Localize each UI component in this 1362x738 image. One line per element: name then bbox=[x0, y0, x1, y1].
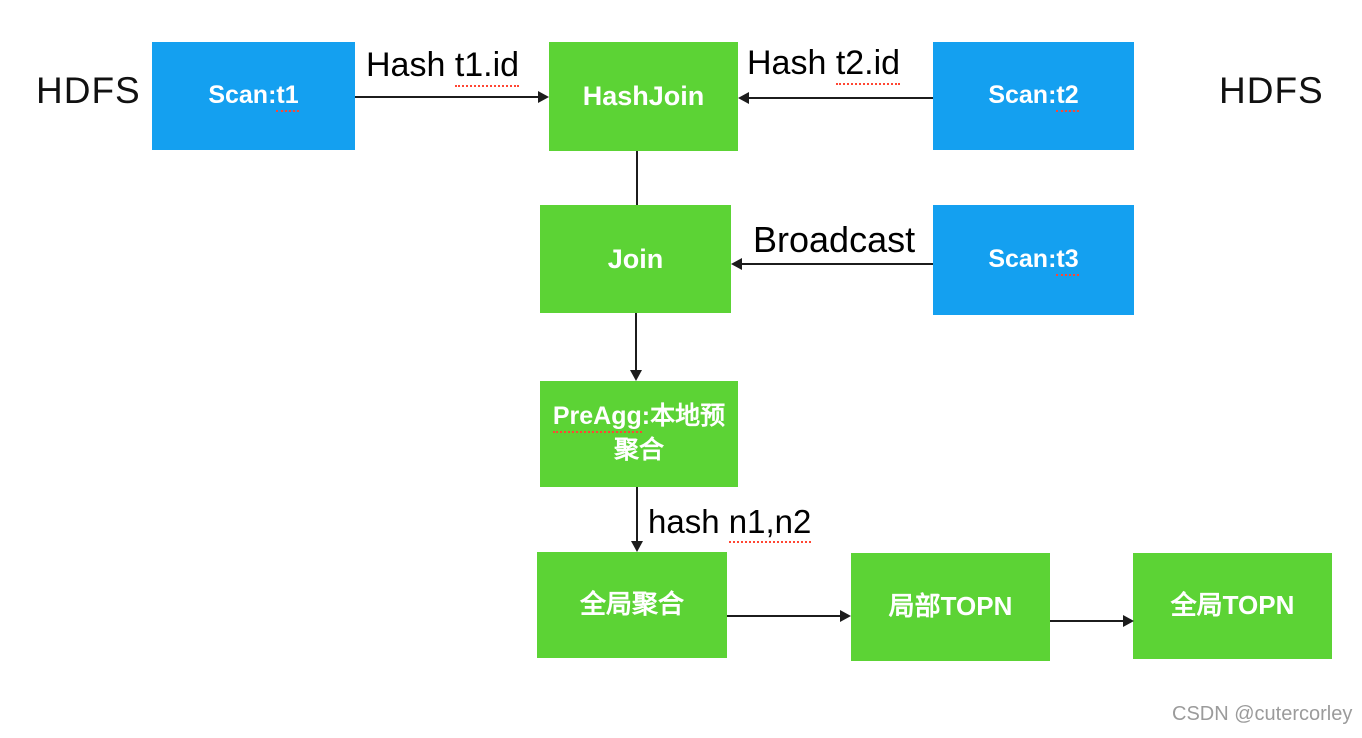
node-preagg-label-marked: PreAgg bbox=[552, 402, 642, 434]
edge-join-preagg-arrowhead-icon bbox=[630, 370, 642, 381]
node-scan-t2-label-marked: t2 bbox=[1056, 81, 1079, 113]
edge-global-agg-local-topn-arrowhead-icon bbox=[840, 610, 851, 622]
edge-label-hash-t1: Hash t1.id bbox=[366, 46, 520, 87]
node-scan-t3-label: Scan: bbox=[988, 245, 1057, 274]
edge-preagg-global-agg-line bbox=[636, 487, 638, 542]
edge-label-hash-n1n2-marked: n1,n2 bbox=[728, 503, 812, 543]
node-preagg-label: :本地预聚合 bbox=[613, 402, 726, 464]
edge-scan-t2-hashjoin-arrowhead-icon bbox=[738, 92, 749, 104]
node-global-agg: 全局聚合 bbox=[537, 552, 727, 658]
node-scan-t1-label-marked: t1 bbox=[276, 81, 299, 113]
edge-label-hash-t1-marked: t1.id bbox=[454, 46, 520, 87]
node-scan-t1: Scan:t1 bbox=[152, 42, 355, 150]
node-scan-t3-label-marked: t3 bbox=[1056, 245, 1079, 277]
edge-label-hash-t2-marked: t2.id bbox=[835, 44, 901, 85]
edge-local-topn-global-topn-line bbox=[1050, 620, 1124, 622]
node-hashjoin-label: HashJoin bbox=[582, 81, 705, 112]
node-scan-t2-label: Scan: bbox=[988, 81, 1057, 110]
node-scan-t3: Scan:t3 bbox=[933, 205, 1134, 315]
edge-preagg-global-agg-arrowhead-icon bbox=[631, 541, 643, 552]
node-preagg: PreAgg:本地预聚合 bbox=[540, 381, 738, 487]
node-local-topn-label: 局部TOPN bbox=[888, 591, 1013, 622]
hdfs-left-label: HDFS bbox=[36, 70, 141, 111]
node-global-topn: 全局TOPN bbox=[1133, 553, 1332, 659]
edge-hashjoin-join-line bbox=[636, 151, 638, 205]
edge-scan-t1-hashjoin-line bbox=[355, 96, 539, 98]
node-hashjoin: HashJoin bbox=[549, 42, 738, 151]
node-join-label: Join bbox=[607, 243, 664, 274]
edge-join-preagg-line bbox=[635, 313, 637, 371]
edge-label-hash-t2: Hash t2.id bbox=[747, 44, 901, 85]
node-scan-t1-label: Scan: bbox=[208, 81, 277, 110]
hdfs-right-label: HDFS bbox=[1219, 70, 1324, 111]
node-global-topn-label: 全局TOPN bbox=[1170, 590, 1295, 621]
edge-scan-t2-hashjoin-line bbox=[748, 97, 933, 99]
edge-local-topn-global-topn-arrowhead-icon bbox=[1123, 615, 1134, 627]
edge-label-hash-t2-pre: Hash bbox=[747, 44, 836, 82]
edge-global-agg-local-topn-line bbox=[727, 615, 841, 617]
edge-label-hash-n1n2-pre: hash bbox=[648, 503, 729, 540]
edge-scan-t3-join-arrowhead-icon bbox=[731, 258, 742, 270]
node-scan-t2: Scan:t2 bbox=[933, 42, 1134, 150]
edge-label-hash-n1n2: hash n1,n2 bbox=[648, 503, 812, 543]
edge-scan-t3-join-line bbox=[741, 263, 933, 265]
node-local-topn: 局部TOPN bbox=[851, 553, 1050, 661]
edge-label-hash-t1-pre: Hash bbox=[366, 46, 455, 84]
csdn-watermark: CSDN @cutercorley bbox=[1172, 703, 1353, 725]
edge-label-broadcast: Broadcast bbox=[753, 219, 916, 260]
node-join: Join bbox=[540, 205, 731, 313]
edge-scan-t1-hashjoin-arrowhead-icon bbox=[538, 91, 549, 103]
node-global-agg-label: 全局聚合 bbox=[579, 589, 684, 620]
